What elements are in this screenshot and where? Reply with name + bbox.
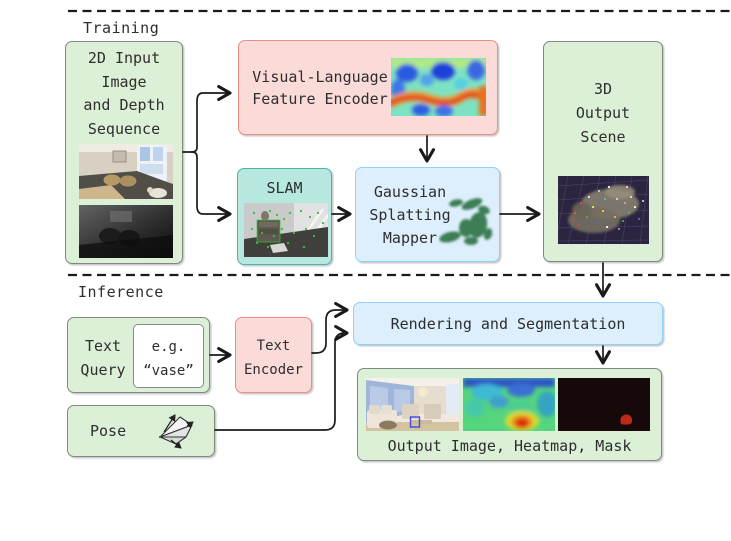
output-scene-box: 3D Output Scene [543,41,663,262]
slam-label: SLAM [238,177,331,199]
feature-heatmap-image [391,58,486,116]
input-label-line-2: Image [101,72,147,91]
mapper-label: Gaussian Splatting Mapper [364,181,456,250]
slam-box: SLAM [237,168,332,265]
splat-reconstruction-image [558,176,649,244]
mapper-label-line-1: Gaussian [373,183,447,201]
outputs-box: Output Image, Heatmap, Mask [357,368,662,461]
inference-section-label: Inference [78,283,164,301]
input-sequence-label: 2D Input Image and Depth Sequence [66,47,182,141]
text-query-line-2: Query [80,361,126,379]
rendering-segmentation-box: Rendering and Segmentation [353,302,663,345]
input-label-line-3: and Depth [83,96,165,114]
gaussian-splatting-mapper-box: Gaussian Splatting Mapper [355,167,500,262]
training-section-label: Training [83,19,160,37]
query-example-box: e.g. “vase” [133,324,204,388]
input-label-line-1: 2D Input [87,49,161,67]
slam-label-line: SLAM [266,179,303,197]
rendered-room-image [366,378,459,431]
scene-label-line-3: Scene [580,128,626,146]
camera-frustum-icon [151,410,197,452]
query-example-label: e.g. “vase” [134,335,203,383]
scene-label-line-2: Output [575,104,631,122]
scene-label: 3D Output Scene [544,77,662,149]
text-encoder-line-1: Text [256,338,291,354]
vl-label-line-2: Feature Encoder [252,90,388,108]
input-sequence-box: 2D Input Image and Depth Sequence [65,41,183,264]
mapper-label-line-2: Splatting [369,206,451,224]
text-query-label: Text Query [74,334,132,382]
text-query-line-1: Text [84,337,122,355]
text-encoder-label: Text Encoder [236,334,311,382]
text-encoder-box: Text Encoder [235,317,312,393]
outputs-caption: Output Image, Heatmap, Mask [387,437,632,455]
gaussian-splat-bunny-icon [438,194,498,251]
query-example-line-1: e.g. [151,339,186,355]
vl-feature-encoder-box: Visual-Language Feature Encoder [238,40,498,135]
input-label-line-4: Sequence [87,119,161,138]
depth-map-image [79,205,173,258]
mapper-label-line-3: Mapper [382,229,438,247]
pose-label: Pose [90,422,127,440]
scene-label-line-1: 3D [593,80,613,98]
text-query-box: Text Query e.g. “vase” [67,317,210,393]
rgb-room-photo-image [79,144,173,199]
query-example-line-2: “vase” [143,363,194,379]
slam-keypoints-image [244,203,328,257]
relevance-heatmap-image [463,378,555,431]
arrow-input-to-vl-encoder [191,85,232,153]
text-encoder-line-2: Encoder [243,362,303,378]
vl-encoder-label: Visual-Language Feature Encoder [245,66,395,110]
segmentation-mask-image [558,378,650,431]
arrow-text-encoder-to-rendering [311,302,349,354]
vl-label-line-1: Visual-Language [252,68,388,86]
arrow-input-to-slam [191,151,232,222]
pose-box: Pose [67,405,215,457]
rendering-segmentation-label: Rendering and Segmentation [390,314,626,333]
